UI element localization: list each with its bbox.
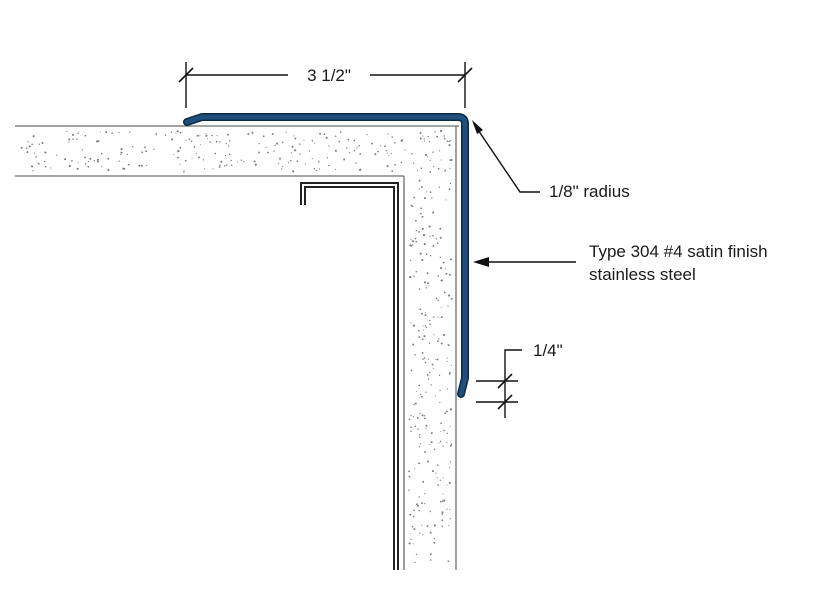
vertical-wall-band [403,176,457,570]
width-dimension: 3 1/2" [178,62,473,108]
material-arrowhead [473,257,489,267]
radius-arrowhead [472,120,483,134]
material-label-line-1: Type 304 #4 satin finish [589,242,768,261]
thickness-dimension: 1/4" [476,341,563,418]
stainless-steel-corner-trim [184,114,468,397]
material-callout: Type 304 #4 satin finish stainless steel [473,242,768,284]
horizontal-wall-band [15,125,459,177]
concrete-stipple-vertical [408,179,453,564]
inner-stud-channel [300,182,399,570]
thickness-label: 1/4" [533,341,563,360]
concrete-stipple-horizontal [20,129,453,173]
radius-label: 1/8" radius [549,182,630,201]
radius-callout: 1/8" radius [472,120,630,201]
material-label-line-2: stainless steel [589,265,696,284]
width-dimension-label: 3 1/2" [307,66,351,85]
